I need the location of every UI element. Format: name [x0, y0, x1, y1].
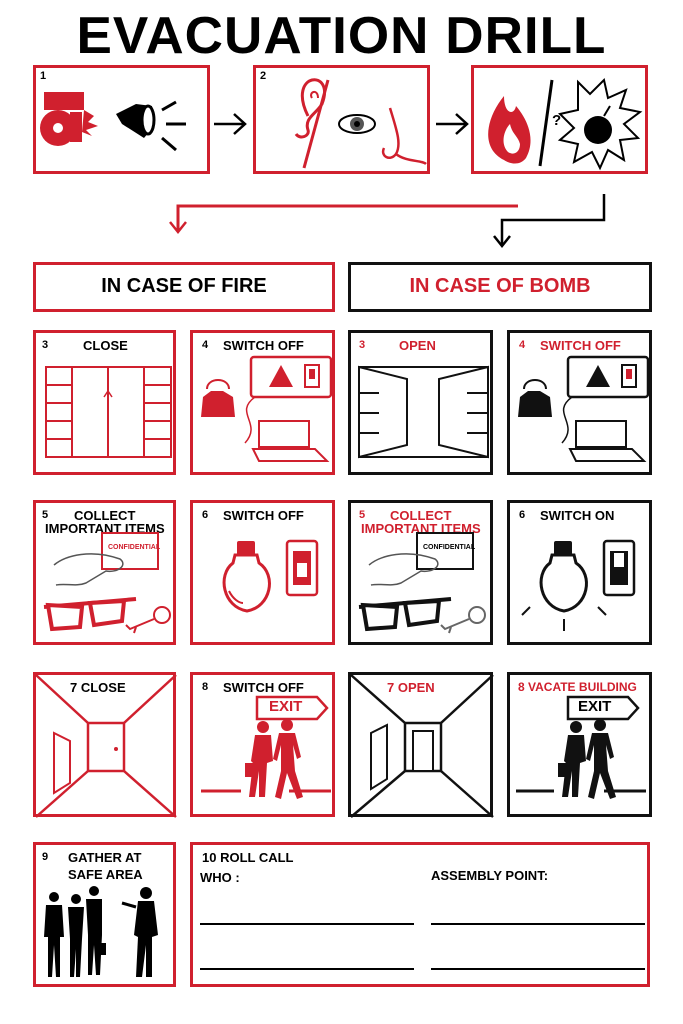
- corridor-closed-door-icon: [35, 674, 177, 818]
- step-number: 1: [40, 70, 47, 82]
- step-10-roll-call: 10 ROLL CALL WHO : ASSEMBLY POINT:: [190, 842, 650, 987]
- hand-card-glasses-key-icon: [43, 532, 171, 634]
- fire-or-bomb-icon: [488, 78, 643, 171]
- step-3-threat-panel: ?: [471, 65, 648, 174]
- step-label: 8 VACATE BUILDING: [518, 680, 637, 694]
- step-number: 5: [42, 509, 49, 521]
- step-number: 3: [42, 339, 49, 351]
- fire-step-6-switch-off: 6 SWITCH OFF: [190, 500, 335, 645]
- fire-header: IN CASE OF FIRE: [33, 262, 335, 312]
- people-group-icon: [44, 886, 158, 977]
- confidential-card: CONFIDENTIAL: [423, 544, 476, 551]
- step-1-alarm-panel: 1: [33, 65, 210, 174]
- who-input-line-1[interactable]: [200, 923, 414, 925]
- step-9-gather: 9 GATHER AT SAFE AREA: [33, 842, 176, 987]
- bomb-step-5-collect: 5 COLLECT IMPORTANT ITEMS CONFIDENTIAL: [348, 500, 493, 645]
- step-label: COLLECT: [74, 508, 136, 523]
- step-number: 6: [202, 509, 209, 521]
- open-doors-icon: [358, 365, 489, 459]
- step-label: COLLECT: [390, 508, 452, 523]
- bomb-step-6-switch-on: 6 SWITCH ON: [507, 500, 652, 645]
- bulb-switch-on-icon: [521, 539, 636, 631]
- bomb-step-4-switch-off: 4 SWITCH OFF: [507, 330, 652, 475]
- step-2-senses-panel: 2: [253, 65, 430, 174]
- question-mark: ?: [552, 112, 562, 129]
- step-label: SAFE AREA: [68, 867, 143, 882]
- step-number: 2: [260, 70, 267, 82]
- exit-sign: EXIT: [269, 698, 303, 715]
- fire-step-5-collect: 5 COLLECT IMPORTANT ITEMS CONFIDENTIAL: [33, 500, 176, 645]
- page-title: EVACUATION DRILL: [76, 7, 607, 65]
- closed-doors-icon: [45, 366, 172, 458]
- step-label: 7 OPEN: [387, 680, 435, 695]
- ear-eye-nose-icon: [294, 78, 427, 169]
- step-number: 4: [202, 339, 209, 351]
- kettle-panel-laptop-icon: [518, 355, 650, 462]
- bomb-step-3-open: 3 OPEN: [348, 330, 493, 475]
- fire-step-7-close: 7 CLOSE: [33, 672, 177, 818]
- step-label: SWITCH OFF: [223, 680, 304, 695]
- bulb-switch-off-icon: [222, 539, 319, 613]
- exit-sign-people-icon: [516, 695, 646, 799]
- fire-alarm-icon: [40, 92, 186, 152]
- step-number: 5: [359, 509, 366, 521]
- step-number: 9: [42, 851, 49, 863]
- confidential-card: CONFIDENTIAL: [108, 544, 161, 551]
- fire-step-3-close: 3 CLOSE: [33, 330, 176, 475]
- fire-step-8-switch-off: 8 SWITCH OFF EXIT: [190, 672, 335, 817]
- step-label: 10 ROLL CALL: [202, 850, 294, 865]
- step-label: SWITCH OFF: [223, 508, 304, 523]
- who-label: WHO :: [200, 870, 240, 885]
- assembly-input-line-2[interactable]: [431, 968, 645, 970]
- kettle-panel-laptop-icon: [201, 355, 333, 462]
- assembly-input-line-1[interactable]: [431, 923, 645, 925]
- who-input-line-2[interactable]: [200, 968, 414, 970]
- corridor-open-door-icon: [350, 674, 494, 818]
- step-label: SWITCH OFF: [540, 338, 621, 353]
- step-label: CLOSE: [83, 338, 128, 353]
- step-label: GATHER AT: [68, 850, 142, 865]
- step-number: 3: [359, 339, 366, 351]
- exit-sign: EXIT: [578, 698, 612, 715]
- exit-sign-people-icon: [201, 695, 331, 799]
- step-label: OPEN: [399, 338, 436, 353]
- step-number: 4: [519, 339, 526, 351]
- hand-card-glasses-key-icon: [358, 532, 486, 634]
- bomb-header: IN CASE OF BOMB: [348, 262, 652, 312]
- step-label: SWITCH ON: [540, 508, 615, 523]
- step-number: 6: [519, 509, 526, 521]
- step-label: 7 CLOSE: [70, 680, 126, 695]
- bomb-step-7-open: 7 OPEN: [348, 672, 494, 818]
- fire-step-4-switch-off: 4 SWITCH OFF: [190, 330, 335, 475]
- step-number: 8: [202, 681, 209, 693]
- bomb-step-8-vacate: 8 VACATE BUILDING EXIT: [507, 672, 652, 817]
- assembly-point-label: ASSEMBLY POINT:: [431, 868, 549, 883]
- step-label: SWITCH OFF: [223, 338, 304, 353]
